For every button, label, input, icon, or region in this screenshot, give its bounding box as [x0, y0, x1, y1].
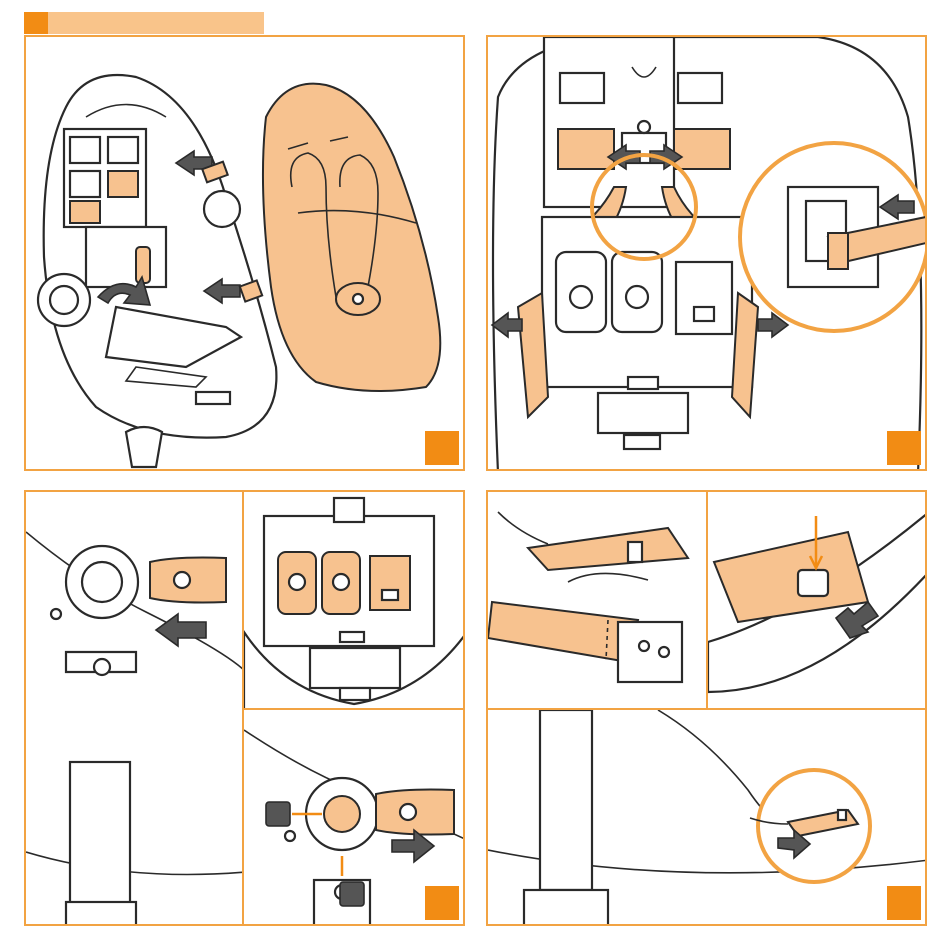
panel-release-hub-cap — [242, 708, 465, 926]
illustration-unthread-straps — [488, 37, 927, 471]
illustration-remove-hub-cap — [26, 492, 244, 926]
illustration-press-release-tab — [708, 492, 927, 710]
step-marker — [425, 886, 459, 920]
illustration-detach-strap-plate — [488, 710, 927, 926]
strap-slot — [340, 632, 364, 642]
strap-plate — [528, 528, 688, 570]
seat-pad — [263, 84, 440, 391]
panel-unthread-harness-straps — [486, 35, 927, 471]
header-orange-tab — [24, 12, 48, 34]
pull-arrow-icon — [156, 614, 206, 646]
strap-slot — [560, 73, 604, 103]
panel-buckle-compartment — [242, 490, 465, 710]
panel-press-release-tab — [706, 490, 927, 710]
numbered-callout-square — [266, 802, 290, 826]
panel-thread-strap-plate — [486, 490, 708, 710]
panel-remove-seat-pad — [24, 35, 465, 471]
panel-remove-hub-cap — [24, 490, 244, 926]
step-marker — [887, 886, 921, 920]
numbered-callout-square-2 — [340, 882, 364, 906]
illustration-remove-seat-pad — [26, 37, 465, 471]
strap-slot-2 — [678, 73, 722, 103]
harness-strap — [488, 602, 638, 662]
illustration-buckle-compartment — [244, 492, 465, 710]
panel-detach-strap-plate — [486, 708, 927, 926]
illustration-thread-strap-plate — [488, 492, 708, 710]
buckle-box — [86, 227, 166, 287]
header-section-bar — [48, 12, 264, 34]
step-marker — [425, 431, 459, 465]
step-marker — [887, 431, 921, 465]
